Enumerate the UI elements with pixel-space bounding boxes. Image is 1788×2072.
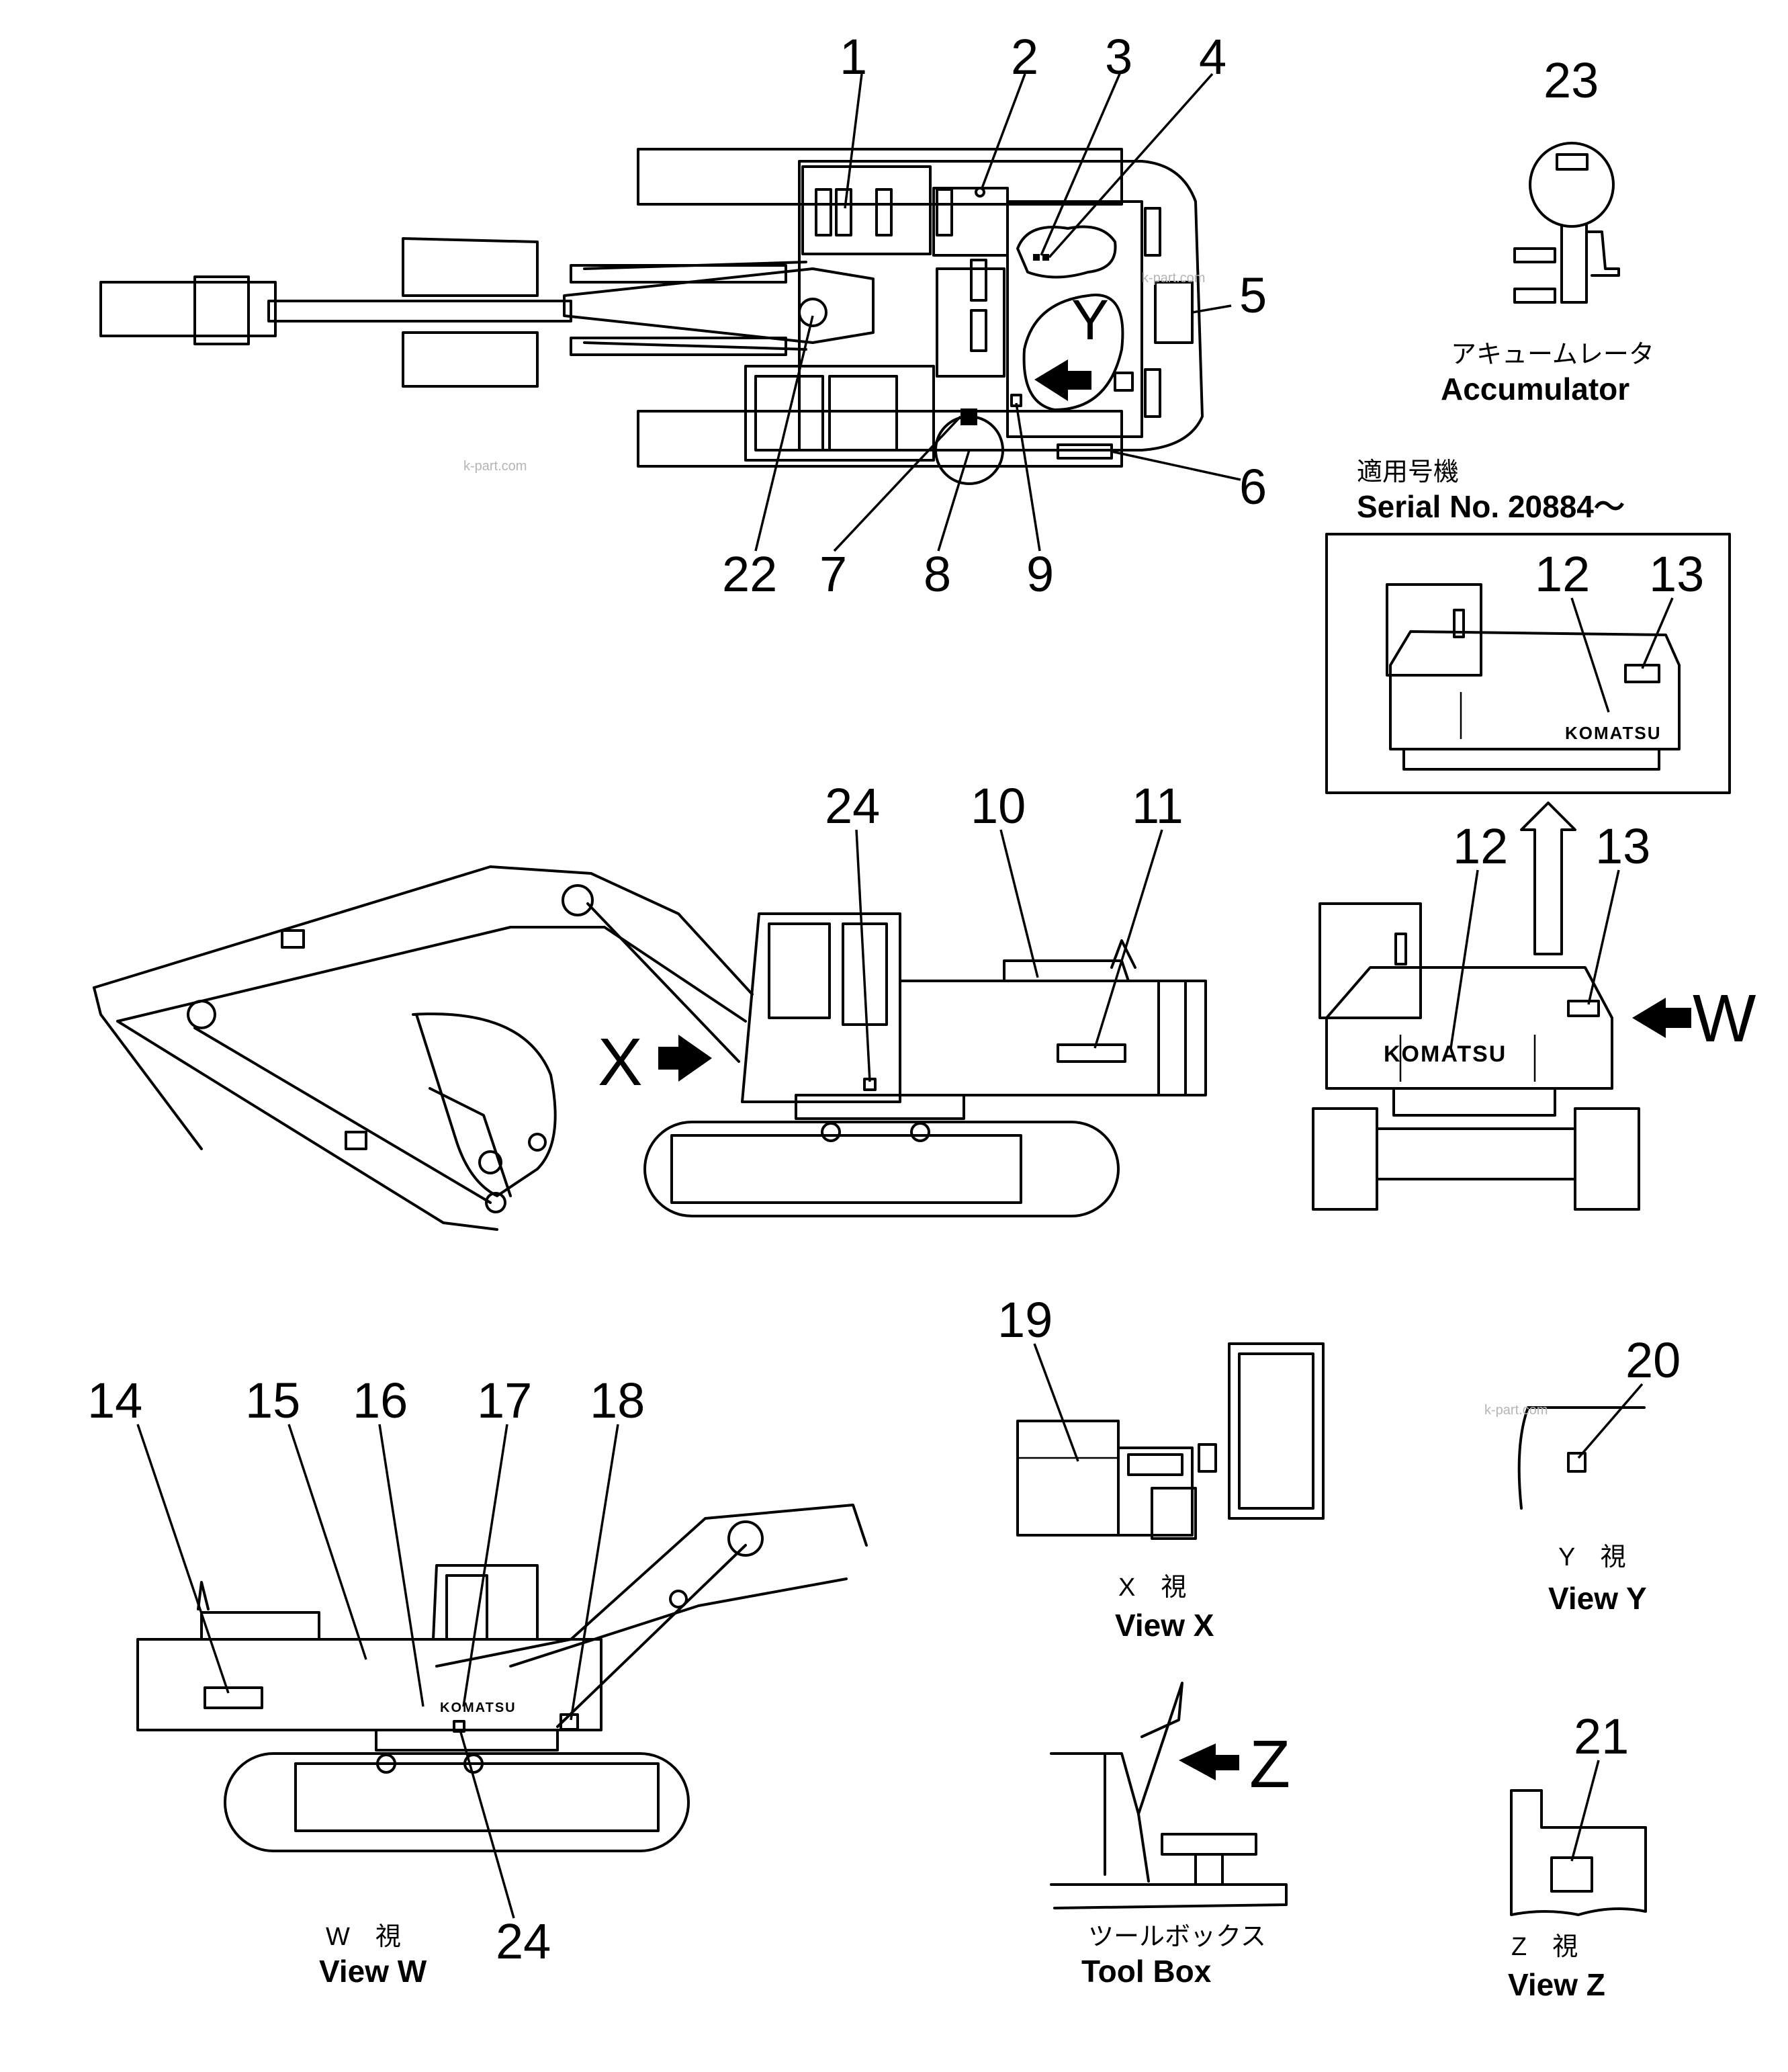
callout-13: 13 (1595, 818, 1650, 874)
callout-23: 23 (1544, 52, 1599, 108)
callout-19: 19 (997, 1292, 1053, 1348)
view-y-letter-top: Y (1071, 288, 1109, 351)
top-view-leaders (754, 73, 1241, 552)
rear-view-drawing (1312, 902, 1691, 1211)
callout-2: 2 (1011, 29, 1038, 85)
toolbox-drawing (1050, 1682, 1288, 1909)
callout-14: 14 (87, 1373, 142, 1428)
callout-18: 18 (590, 1373, 645, 1428)
callout-24-side: 24 (825, 778, 880, 834)
view-w-letter: W (1693, 981, 1756, 1056)
callout-12-inset: 12 (1535, 546, 1590, 602)
callout-4: 4 (1199, 29, 1226, 85)
side-view-drawing (93, 865, 1207, 1231)
view-w-label-en: View W (319, 1954, 427, 1989)
serial-inset-frame (1325, 533, 1731, 794)
callout-8: 8 (924, 546, 951, 602)
callout-16: 16 (353, 1373, 408, 1428)
watermark-2: k-part.com (463, 459, 527, 474)
watermark-1: k-part.com (1142, 271, 1205, 286)
view-w-logo: KOMATSU (440, 1700, 517, 1715)
callout-12: 12 (1453, 818, 1508, 874)
toolbox-label-en: Tool Box (1081, 1954, 1212, 1989)
top-view-drawing (99, 148, 1204, 485)
callout-9: 9 (1026, 546, 1054, 602)
toolbox-label-jp: ツールボックス (1088, 1923, 1266, 1951)
view-z-label-jp: Z 視 (1511, 1933, 1578, 1961)
view-w-drawing (136, 1504, 868, 1852)
view-y-drawing (1517, 1406, 1646, 1510)
callout-13-inset: 13 (1649, 546, 1704, 602)
serial-inset-drawing (1386, 583, 1681, 771)
callout-20: 20 (1625, 1332, 1681, 1388)
serial-inset-logo: KOMATSU (1565, 723, 1662, 743)
callout-15: 15 (245, 1373, 300, 1428)
callout-1: 1 (840, 29, 867, 85)
callout-22: 22 (722, 546, 777, 602)
accumulator-drawing (1513, 142, 1620, 304)
watermark-3: k-part.com (1484, 1403, 1548, 1418)
view-z-label-en: View Z (1508, 1967, 1605, 2002)
serial-up-arrow (1520, 802, 1576, 955)
view-x-letter: X (598, 1025, 643, 1100)
view-z-letter: Z (1249, 1727, 1290, 1802)
accumulator-label-en: Accumulator (1441, 372, 1629, 406)
serial-label-jp: 適用号機 (1357, 458, 1459, 486)
view-x-drawing (1016, 1342, 1325, 1540)
rear-view-logo: KOMATSU (1384, 1041, 1507, 1067)
view-y-label-en: View Y (1548, 1581, 1647, 1616)
callout-24-view-w: 24 (496, 1913, 551, 1969)
accumulator-label-jp: アキュームレータ (1451, 341, 1654, 369)
callout-17: 17 (477, 1373, 532, 1428)
callout-11: 11 (1132, 778, 1183, 834)
view-x-label-en: View X (1115, 1608, 1214, 1643)
callout-3: 3 (1105, 29, 1132, 85)
view-z-drawing (1510, 1789, 1647, 1916)
view-w-label-jp: W 視 (326, 1923, 401, 1951)
callout-21: 21 (1574, 1709, 1629, 1764)
view-y-label-jp: Y 視 (1558, 1543, 1626, 1571)
serial-label-en: Serial No. 20884～ (1357, 489, 1625, 524)
callout-5: 5 (1239, 267, 1267, 323)
callout-6: 6 (1239, 459, 1267, 515)
callout-7: 7 (819, 546, 847, 602)
callout-10: 10 (971, 778, 1026, 834)
view-x-label-jp: X 視 (1118, 1573, 1186, 1602)
